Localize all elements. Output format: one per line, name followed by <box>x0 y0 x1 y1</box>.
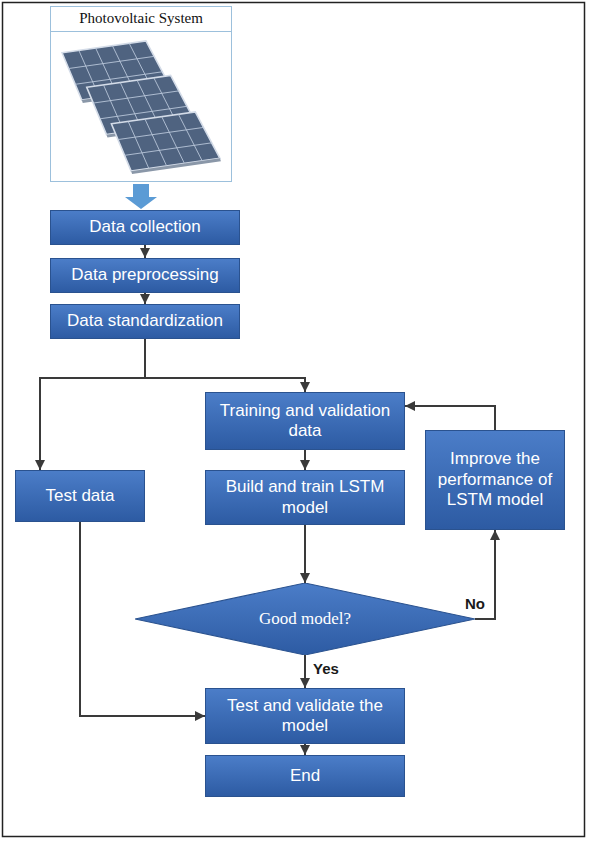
connector <box>140 293 150 304</box>
node-label: Test data <box>46 486 115 506</box>
arrowhead <box>140 294 150 304</box>
connector-line <box>40 339 145 470</box>
arrowhead <box>300 745 310 755</box>
system-photo-box: Photovoltaic System <box>50 6 232 182</box>
edge-label: No <box>463 595 487 612</box>
connector <box>35 339 145 470</box>
connector <box>300 525 310 583</box>
node-label: Improve the performance of LSTM model <box>434 449 556 510</box>
node-label: Data collection <box>89 217 201 237</box>
arrowhead <box>300 460 310 470</box>
arrowhead <box>300 382 310 392</box>
connector-line <box>145 339 305 392</box>
node-label: Data standardization <box>67 311 223 331</box>
decision-diamond: Good model? <box>135 583 475 655</box>
edge-label: Yes <box>311 660 341 677</box>
connector <box>300 450 310 470</box>
node-label: Training and validation data <box>214 401 396 442</box>
block-arrow <box>125 184 157 209</box>
edge-label-holder: Yes <box>311 660 341 678</box>
arrowhead <box>35 460 45 470</box>
process-box: Data preprocessing <box>50 258 240 293</box>
connector <box>140 245 150 258</box>
arrowhead <box>140 248 150 258</box>
connector <box>405 401 495 430</box>
node-label: Data preprocessing <box>71 265 218 285</box>
diamond-outline <box>135 583 475 655</box>
connector <box>300 655 310 688</box>
process-box: Data collection <box>50 210 240 245</box>
terminal-box: End <box>205 755 405 797</box>
node-label: Build and train LSTM model <box>214 477 396 518</box>
arrowhead <box>490 530 500 540</box>
arrowhead <box>405 401 415 411</box>
connector-line <box>405 406 495 430</box>
process-box: Test and validate the model <box>205 688 405 744</box>
frame-border <box>3 3 585 837</box>
process-box: Training and validation data <box>205 392 405 450</box>
solar-panel <box>111 112 221 174</box>
arrowhead <box>195 711 205 721</box>
node-label: Good model? <box>259 609 351 629</box>
process-box: Build and train LSTM model <box>205 470 405 525</box>
connector <box>300 744 310 755</box>
connector <box>125 184 157 209</box>
arrowhead <box>300 573 310 583</box>
edge-label-holder: No <box>463 595 487 613</box>
node-label: Test and validate the model <box>214 696 396 737</box>
process-box: Data standardization <box>50 304 240 339</box>
solar-panel-illustration <box>52 33 230 181</box>
connector <box>145 339 310 392</box>
process-box: Improve the performance of LSTM model <box>425 430 565 530</box>
box-heading: Photovoltaic System <box>51 7 231 32</box>
arrowhead <box>300 678 310 688</box>
node-label: End <box>290 766 320 786</box>
process-box: Test data <box>15 470 145 522</box>
